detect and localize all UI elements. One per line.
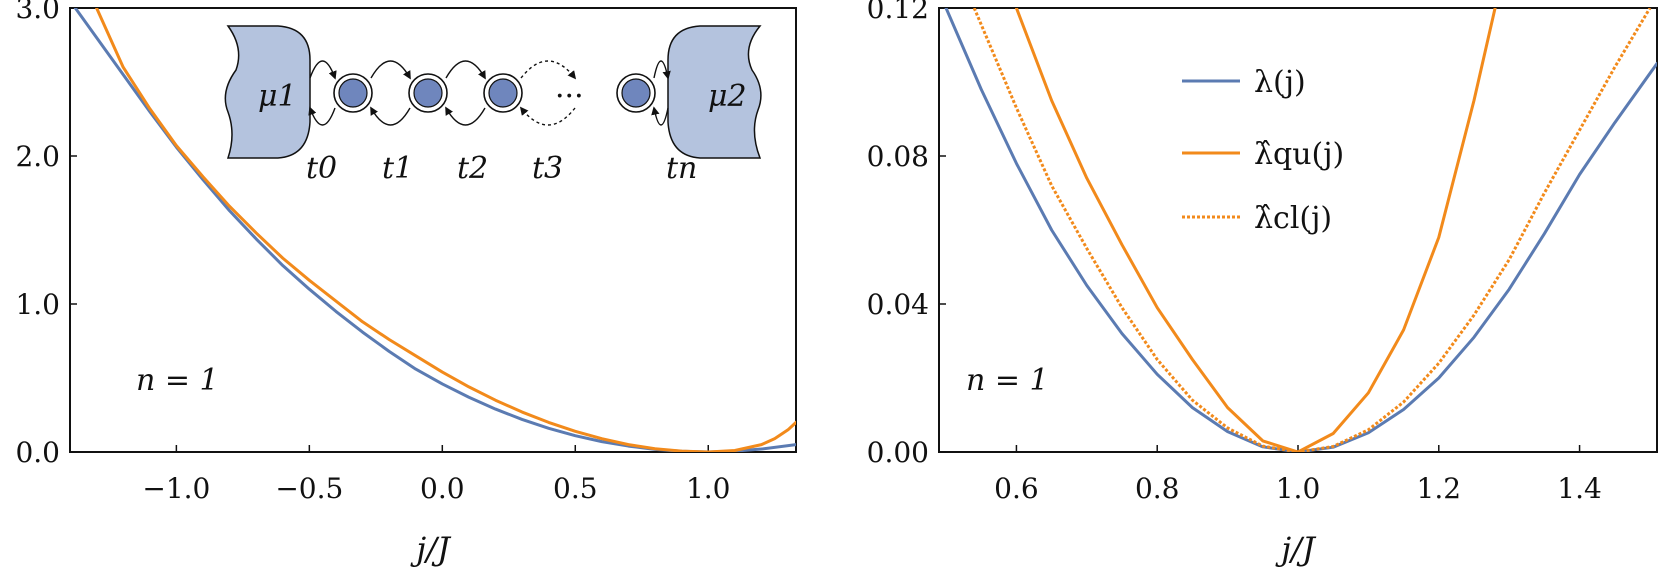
right-series-line-2 bbox=[972, 8, 1652, 452]
left-y-tick-label: 0.0 bbox=[15, 436, 60, 469]
hop-arrow-forward bbox=[520, 60, 577, 80]
chain-schematic-inset: μ1 μ2 ··· t0 t1 t2 t3 tn bbox=[224, 25, 762, 186]
hop-arrow-forward bbox=[653, 60, 671, 80]
rate-label-t2: t2 bbox=[457, 151, 488, 186]
right-x-ticks: 0.6 0.8 1.0 1.2 1.4 bbox=[994, 445, 1602, 505]
chain-site bbox=[413, 78, 443, 108]
right-x-tick-label: 0.6 bbox=[994, 472, 1039, 505]
left-x-ticks: −1.0 −0.5 0.0 0.5 1.0 bbox=[142, 445, 731, 505]
legend-label-lambda: λ(j) bbox=[1254, 65, 1306, 100]
right-y-tick-label: 0.08 bbox=[867, 140, 929, 173]
left-x-tick-label: −0.5 bbox=[275, 472, 343, 505]
reservoir-label-mu2: μ2 bbox=[708, 79, 747, 114]
left-y-tick-label: 1.0 bbox=[15, 288, 60, 321]
chain-sites bbox=[333, 73, 656, 113]
right-panel: 0.6 0.8 1.0 1.2 1.4 0.00 0.04 0.08 0.12 j/J n =… bbox=[867, 0, 1658, 568]
chain-ellipsis: ··· bbox=[555, 79, 584, 114]
right-annotation: n = 1 bbox=[966, 363, 1049, 398]
left-x-tick-label: 0.5 bbox=[553, 472, 598, 505]
right-x-tick-label: 1.4 bbox=[1557, 472, 1602, 505]
left-x-tick-label: 1.0 bbox=[686, 472, 731, 505]
legend-label-lambda-cl: λ̂cl(j) bbox=[1254, 201, 1332, 236]
right-x-tick-label: 1.2 bbox=[1417, 472, 1462, 505]
hop-arrow-backward bbox=[651, 106, 669, 126]
hop-arrow-backward bbox=[308, 106, 336, 126]
left-series-line-1 bbox=[95, 8, 796, 452]
hopping-arrows bbox=[308, 60, 671, 126]
left-x-tick-label: 0.0 bbox=[420, 472, 465, 505]
right-x-tick-label: 0.8 bbox=[1135, 472, 1180, 505]
legend-label-lambda-qu: λ̂qu(j) bbox=[1254, 137, 1344, 172]
chain-site bbox=[338, 78, 368, 108]
right-y-tick-label: 0.00 bbox=[867, 436, 929, 469]
right-reservoir bbox=[667, 25, 762, 159]
hop-arrow-forward bbox=[370, 60, 411, 80]
left-x-axis-title: j/J bbox=[410, 530, 452, 568]
hop-arrow-backward bbox=[370, 106, 411, 126]
hop-arrow-backward bbox=[519, 106, 576, 126]
reservoir-label-mu1: μ1 bbox=[258, 79, 297, 114]
left-reservoir bbox=[224, 25, 311, 159]
rate-label-t0: t0 bbox=[306, 151, 337, 186]
left-y-tick-label: 2.0 bbox=[15, 140, 60, 173]
left-y-ticks: 0.0 1.0 2.0 3.0 bbox=[15, 0, 77, 469]
right-series-line-1 bbox=[1014, 8, 1497, 452]
left-plot-frame bbox=[69, 7, 797, 453]
right-y-ticks: 0.00 0.04 0.08 0.12 bbox=[867, 0, 946, 469]
rate-label-t3: t3 bbox=[532, 151, 563, 186]
hop-arrow-forward bbox=[445, 60, 486, 80]
chain-site bbox=[621, 78, 651, 108]
left-annotation: n = 1 bbox=[136, 363, 219, 398]
right-y-tick-label: 0.12 bbox=[867, 0, 929, 25]
hop-arrow-forward bbox=[309, 60, 337, 80]
right-y-tick-label: 0.04 bbox=[867, 288, 929, 321]
rate-label-tn: tn bbox=[666, 151, 697, 186]
legend: λ(j) λ̂qu(j) λ̂cl(j) bbox=[1182, 65, 1344, 236]
hop-arrow-backward bbox=[445, 106, 486, 126]
right-series-line-0 bbox=[944, 8, 1657, 452]
left-x-tick-label: −1.0 bbox=[142, 472, 210, 505]
rate-label-t1: t1 bbox=[382, 151, 413, 186]
right-x-axis-title: j/J bbox=[1275, 530, 1317, 568]
right-series bbox=[944, 8, 1657, 452]
left-y-tick-label: 3.0 bbox=[15, 0, 60, 25]
left-panel: −1.0 −0.5 0.0 0.5 1.0 0.0 1.0 2.0 3.0 j/J n = 1… bbox=[15, 0, 797, 568]
chain-site bbox=[488, 78, 518, 108]
right-x-tick-label: 1.0 bbox=[1276, 472, 1321, 505]
left-series bbox=[73, 8, 796, 452]
